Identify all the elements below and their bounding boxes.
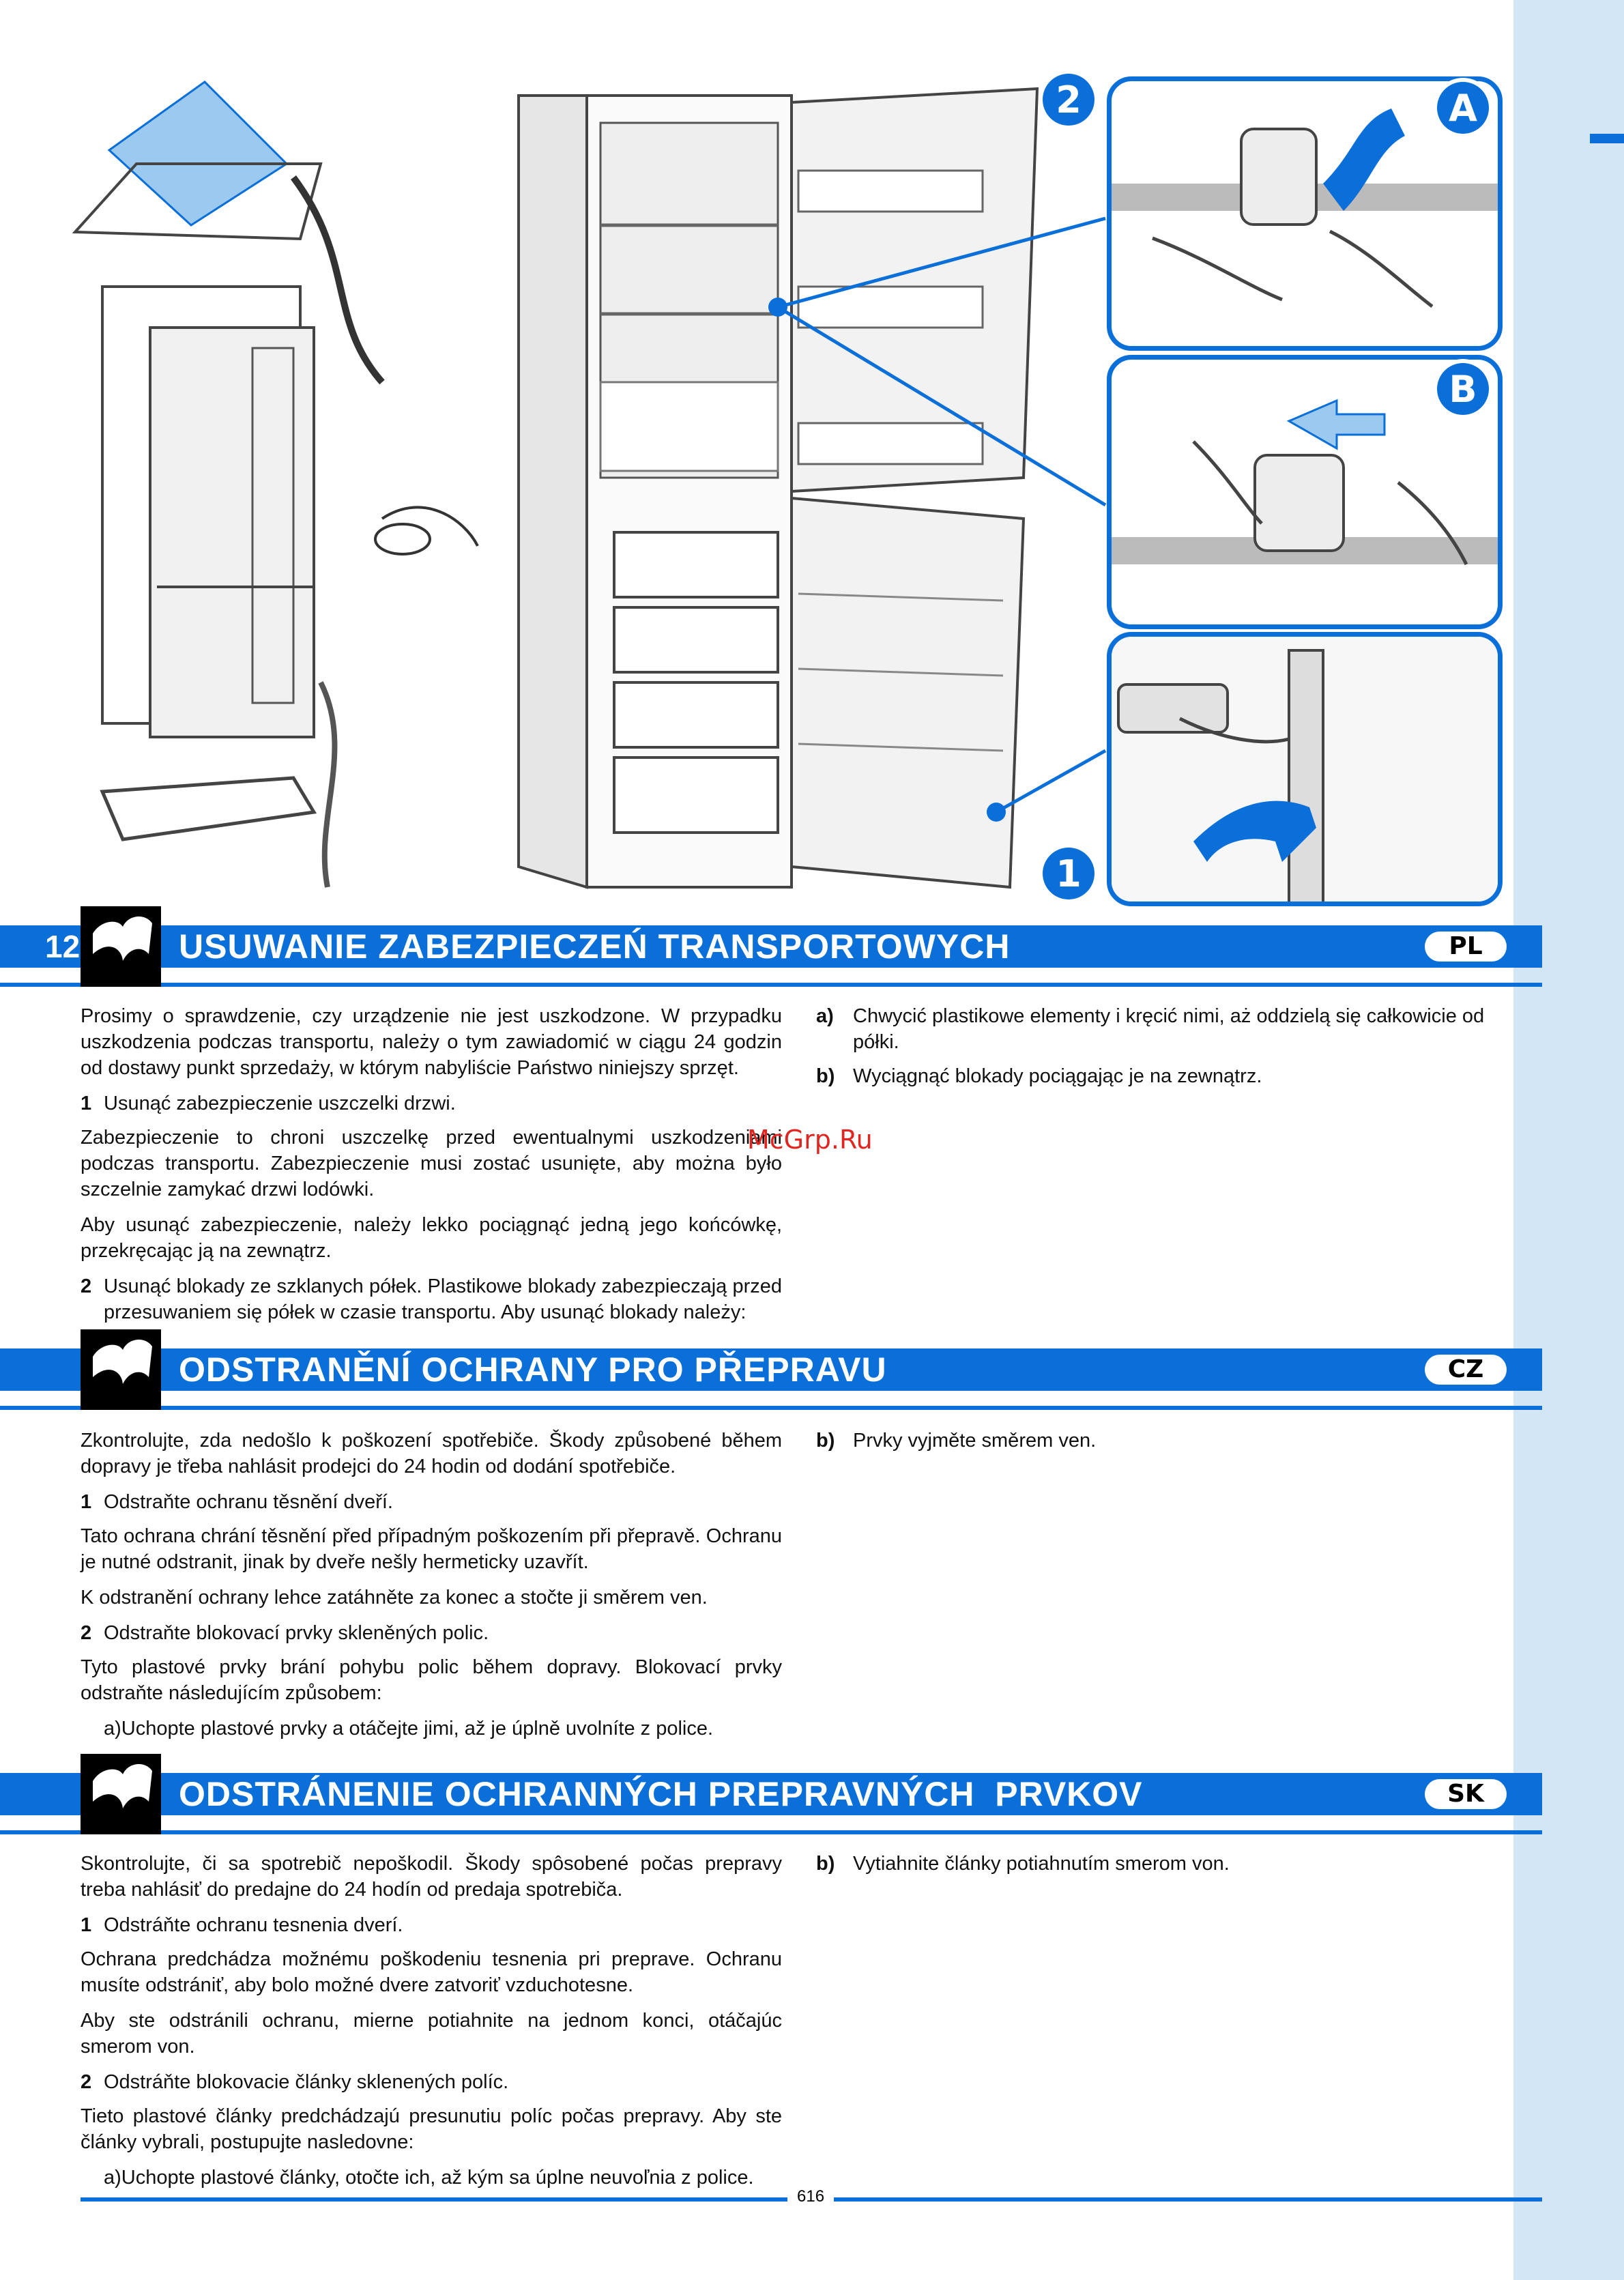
detail-panel-seal — [1107, 632, 1503, 906]
cz-step-a: a)Uchopte plastové prvky a otáčejte jimi… — [104, 1718, 714, 1740]
watermark: McGrp.Ru — [747, 1125, 873, 1155]
pl-step-b: b)Wyciągnąć blokady pociągając je na zew… — [816, 1065, 1262, 1087]
section-title-cz: ODSTRANĚNÍ OCHRANY PRO PŘEPRAVU — [179, 1351, 887, 1389]
cz-step-1-howto: K odstranění ochrany lehce zatáhněte za … — [81, 1587, 708, 1608]
cz-right-column: b)Prvky vyjměte směrem ven. — [816, 1428, 1498, 1462]
section-rule-sk — [0, 1830, 1542, 1834]
pl-step-1-detail: Zabezpieczenie to chroni uszczelkę przed… — [81, 1127, 782, 1200]
cz-intro: Zkontrolujte, zda nedošlo k poškození sp… — [81, 1430, 782, 1477]
sk-step-b: b)Vytiahnite články potiahnutím smerom v… — [816, 1853, 1230, 1875]
callout-badge-a: A — [1437, 82, 1489, 134]
detail-panel-b — [1107, 355, 1503, 629]
detail-panel-a — [1107, 76, 1503, 351]
book-icon — [81, 1754, 161, 1834]
cz-step-1-detail: Tato ochrana chrání těsnění před případn… — [81, 1525, 782, 1573]
sk-intro: Skontrolujte, či sa spotrebič nepoškodil… — [81, 1853, 782, 1901]
sk-step-2-detail: Tieto plastové články predchádzajú presu… — [81, 2105, 782, 2153]
sidebar-tab-marker — [1590, 134, 1624, 143]
pl-step-1-howto: Aby usunąć zabezpieczenie, należy lekko … — [81, 1214, 782, 1262]
sk-right-column: b)Vytiahnite články potiahnutím smerom v… — [816, 1851, 1498, 1885]
lang-badge-cz: CZ — [1425, 1355, 1507, 1385]
footer-rule-right — [834, 2197, 1542, 2202]
section-rule-pl — [0, 983, 1542, 987]
door-seal-removal-drawing — [1112, 637, 1498, 901]
section-title-pl: USUWANIE ZABEZPIECZEŃ TRANSPORTOWYCH — [179, 927, 1011, 966]
sk-left-column: Skontrolujte, či sa spotrebič nepoškodil… — [81, 1851, 782, 2191]
cz-left-column: Zkontrolujte, zda nedošlo k poškození sp… — [81, 1428, 782, 1742]
section-rule-cz — [0, 1406, 1542, 1410]
footer-page-number: 616 — [797, 2187, 825, 2206]
lang-badge-pl: PL — [1425, 932, 1507, 962]
shelf-lock-pull-drawing — [1112, 399, 1498, 566]
pl-left-column: Prosimy o sprawdzenie, czy urządzenie ni… — [81, 1003, 782, 1333]
sk-step-1-detail: Ochrana predchádza možnému poškodeniu te… — [81, 1948, 782, 1996]
section-title-sk: ODSTRÁNENIE OCHRANNÝCH PREPRAVNÝCH PRVKO… — [179, 1775, 1143, 1813]
footer-rule-left — [81, 2197, 787, 2202]
pl-intro: Prosimy o sprawdzenie, czy urządzenie ni… — [81, 1005, 782, 1079]
callout-badge-1: 1 — [1043, 848, 1094, 899]
section-header-pl — [0, 925, 1542, 968]
callout-badge-2: 2 — [1043, 74, 1094, 126]
pl-right-column: a)Chwycić plastikowe elementy i kręcić n… — [816, 1003, 1498, 1097]
section-header-sk — [0, 1773, 1542, 1815]
cz-step-b: b)Prvky vyjměte směrem ven. — [816, 1430, 1097, 1452]
cz-step-2-detail: Tyto plastové prvky brání pohybu polic b… — [81, 1656, 782, 1704]
installation-illustration: 2 A B 1 — [0, 0, 1513, 914]
callout-badge-b: B — [1437, 363, 1489, 415]
section-header-cz — [0, 1348, 1542, 1391]
sk-step-1-howto: Aby ste odstránili ochranu, mierne potia… — [81, 2010, 782, 2058]
book-icon — [81, 906, 161, 987]
sk-step-a: a)Uchopte plastové články, otočte ich, a… — [104, 2167, 754, 2189]
book-icon — [81, 1329, 161, 1410]
right-sidebar — [1513, 0, 1624, 2280]
lang-badge-sk: SK — [1425, 1779, 1507, 1809]
page-number: 12 — [45, 929, 81, 964]
shelf-lock-twist-drawing — [1112, 109, 1498, 308]
fridge-line-drawing — [72, 81, 1107, 889]
pl-step-a: a)Chwycić plastikowe elementy i kręcić n… — [816, 1005, 1485, 1053]
